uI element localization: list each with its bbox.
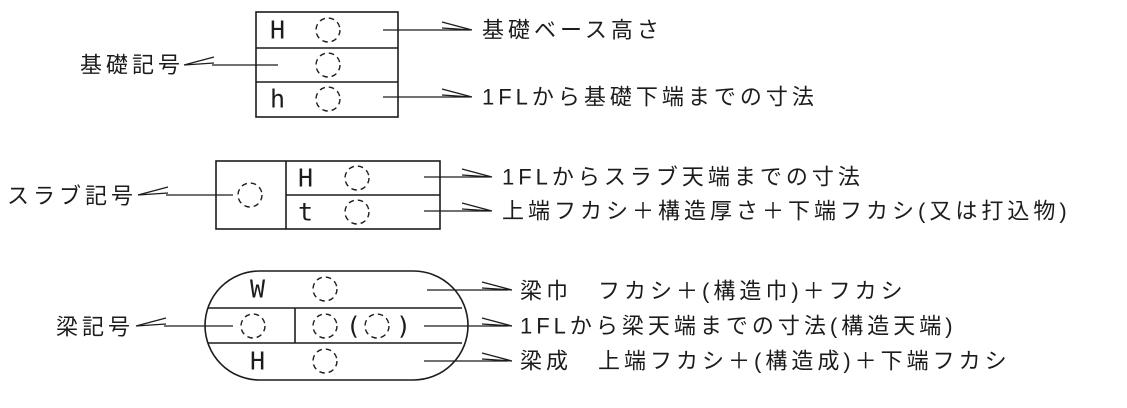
leader-arrowhead-icon <box>481 317 513 327</box>
slab-row1-letter: H <box>298 164 313 193</box>
beam-paren-open: ( <box>346 312 361 341</box>
leader-arrowhead-icon <box>461 202 493 212</box>
foundation-annotation-top: 基礎ベース高さ <box>482 18 663 43</box>
value-placeholder-circle <box>240 313 266 339</box>
value-placeholder-circle <box>344 199 370 225</box>
slab-label: スラブ記号 <box>7 184 137 209</box>
slab-annotation-top: 1FLからスラブ天端までの寸法 <box>502 165 864 190</box>
value-placeholder-circle <box>315 86 341 112</box>
value-placeholder-circle <box>237 182 263 208</box>
value-placeholder-circle <box>312 348 338 374</box>
beam-label: 梁記号 <box>56 315 134 340</box>
beam-annotation-top: 梁巾 フカシ＋(構造巾)＋フカシ <box>520 279 907 304</box>
beam-row1-letter: W <box>250 275 266 304</box>
slab-symbol-group: H t スラブ記号 1FLからスラブ天端までの寸法 上端フカシ＋構造厚さ＋下端フ… <box>7 160 1071 230</box>
leader-arrowhead-icon <box>135 317 167 327</box>
value-placeholder-circle <box>312 276 338 302</box>
beam-annotation-bottom: 梁成 上端フカシ＋(構造成)＋下端フカシ <box>520 349 1011 374</box>
foundation-annotation-bottom: 1FLから基礎下端までの寸法 <box>482 85 818 110</box>
slab-annotation-bottom: 上端フカシ＋構造厚さ＋下端フカシ(又は打込物) <box>502 199 1071 224</box>
value-placeholder-circle <box>315 52 341 78</box>
beam-annotation-mid: 1FLから梁天端までの寸法(構造天端) <box>520 314 957 339</box>
value-placeholder-circle <box>364 313 390 339</box>
leader-arrowhead-icon <box>461 168 493 178</box>
leader-arrowhead-icon <box>183 56 215 66</box>
beam-row3-letter: H <box>250 347 265 376</box>
value-placeholder-circle <box>315 17 341 43</box>
slab-row2-letter: t <box>298 198 313 227</box>
foundation-label: 基礎記号 <box>80 53 184 78</box>
leader-arrowhead-icon <box>441 88 473 98</box>
foundation-symbol-group: H h 基礎記号 基礎ベース高さ 1FLから基礎下端までの寸法 <box>80 11 818 118</box>
leader-arrowhead-icon <box>441 21 473 31</box>
leader-arrowhead-icon <box>481 352 513 362</box>
foundation-row1-letter: H <box>270 16 285 45</box>
beam-paren-close: ) <box>396 312 411 341</box>
beam-symbol-group: W ( ) H 梁記号 梁巾 フカシ＋(構造巾)＋フカシ 1FLから梁天端までの… <box>56 270 1011 381</box>
leader-arrowhead-icon <box>481 281 513 291</box>
foundation-row3-letter: h <box>270 85 285 114</box>
leader-arrowhead-icon <box>137 186 169 196</box>
value-placeholder-circle <box>312 313 338 339</box>
value-placeholder-circle <box>344 165 370 191</box>
